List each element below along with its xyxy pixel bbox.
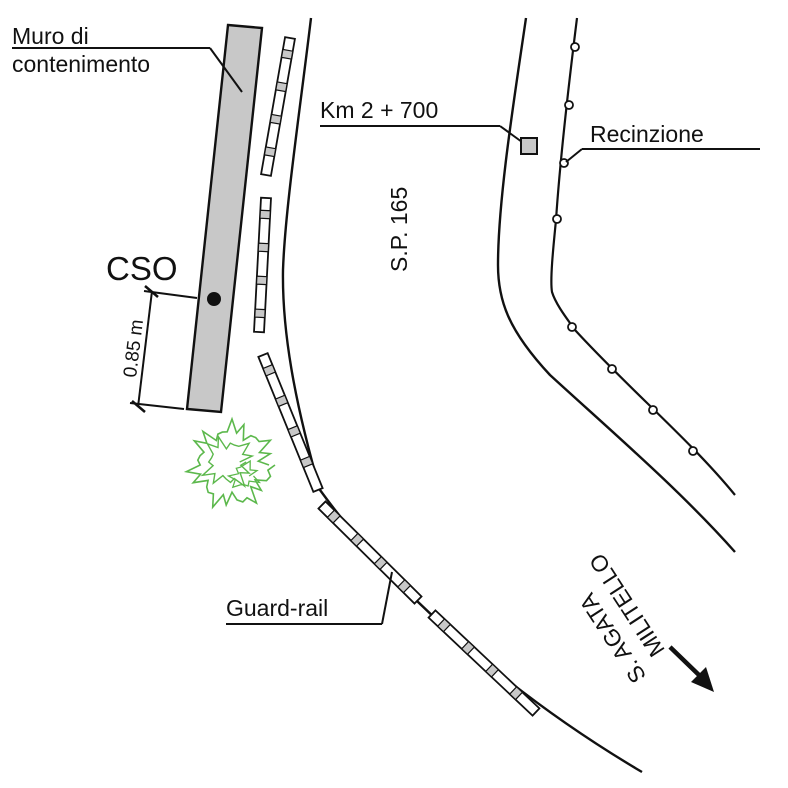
guard-rail-section [253, 196, 272, 334]
wall-label-line-2: contenimento [12, 51, 150, 77]
guard-rail-section [260, 36, 296, 177]
guard-rail-post [373, 555, 388, 571]
wall-label-leader-diag [209, 47, 243, 93]
guard-rail-post [262, 363, 277, 377]
dimension-tick-bottom [131, 400, 146, 413]
guard-rail-post [280, 48, 294, 60]
guard-rail-post [254, 308, 266, 319]
guard-rail-post [257, 242, 270, 253]
fence-label: Recinzione [590, 121, 704, 147]
guard-rail-section [257, 351, 324, 494]
cso-label: CSO [106, 250, 178, 287]
distance-label: 0.85 m [120, 318, 148, 378]
fence-posts [552, 42, 698, 456]
guard-rail-label: Guard-rail [226, 595, 328, 621]
tree-icon [183, 416, 276, 510]
fence-post [607, 364, 617, 374]
road-name-label: S.P. 165 [386, 187, 412, 272]
fence-post [688, 446, 698, 456]
fence-post [564, 100, 574, 110]
guard-rail-section [427, 609, 541, 717]
guard-rail-post [275, 81, 288, 93]
road-edge-left [281, 17, 643, 774]
fence-post [570, 42, 580, 52]
guard-rail-section [317, 500, 423, 605]
guard-rail [253, 36, 541, 717]
dimension-tick-top [144, 285, 159, 298]
km-marker-leader-diag [499, 125, 523, 143]
guard-rail-post [460, 640, 476, 656]
fence-post [552, 214, 562, 224]
fence-post [567, 322, 577, 332]
cso-point [207, 292, 221, 306]
guard-rail-post [274, 394, 289, 408]
fence-line [550, 17, 736, 496]
wall-label-line-1: Muro di [12, 23, 89, 49]
guard-rail-post [287, 425, 302, 438]
guard-rail-post [269, 113, 283, 125]
fence-leader-diag [565, 148, 583, 163]
km-marker-icon [520, 137, 538, 155]
direction-label: S. AGATA MILITELLO [574, 549, 670, 688]
retaining-wall [185, 23, 264, 414]
guard-rail-post [259, 209, 271, 220]
guard-rail-post [299, 455, 314, 469]
dimension-line [137, 290, 153, 408]
guard-rail-post [263, 146, 277, 158]
guard-rail-post [349, 532, 365, 548]
guard-rail-post [508, 685, 524, 701]
guard-rail-post [484, 663, 500, 678]
km-marker-label: Km 2 + 700 [320, 97, 438, 123]
fence-post [648, 405, 658, 415]
guard-rail-post [255, 275, 268, 286]
road-edge-right [496, 17, 736, 553]
guard-rail-post [396, 579, 412, 594]
arrow-down-right-icon [668, 645, 714, 692]
guard-rail-leader-diag [381, 571, 393, 625]
guard-rail-post [326, 509, 341, 524]
guard-rail-post [436, 618, 452, 633]
